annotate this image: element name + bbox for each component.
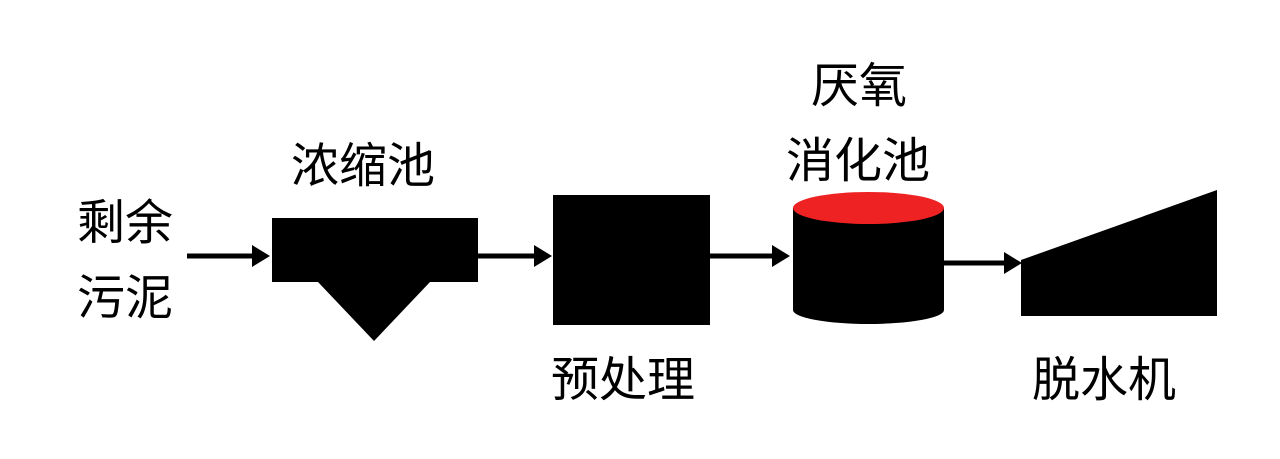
arrowhead	[534, 245, 552, 267]
label-thickener: 浓缩池	[291, 138, 435, 194]
label-sludge-line2: 污泥	[77, 270, 173, 326]
label-sludge-line1: 剩余	[77, 195, 173, 251]
arrow-digester-to-dewatering	[944, 252, 1022, 274]
pretreatment-shape	[553, 195, 710, 325]
arrow-thickener-to-pretreatment	[478, 245, 552, 267]
thickener-shape	[272, 218, 478, 341]
label-pretreatment: 预处理	[551, 352, 695, 408]
digester-shape	[793, 192, 944, 324]
label-digester-line1: 厌氧	[811, 58, 907, 114]
arrow-sludge-to-thickener	[187, 245, 270, 267]
label-digester-line2: 消化池	[786, 133, 930, 189]
arrow-pretreatment-to-digester	[710, 245, 790, 267]
arrowhead	[772, 245, 790, 267]
label-dewatering: 脱水机	[1032, 352, 1176, 408]
digester-top	[793, 192, 944, 224]
arrowhead	[252, 245, 270, 267]
dewatering-shape	[1021, 190, 1217, 316]
arrowhead	[1004, 252, 1022, 274]
